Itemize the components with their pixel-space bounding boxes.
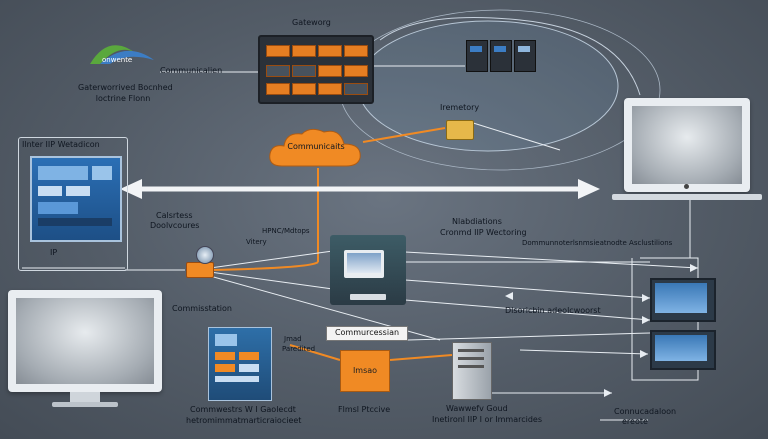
right-mid-label-1: Nlabdiations: [452, 217, 502, 226]
laptop-icon: [624, 98, 750, 192]
left-panel-title: Ilnter IIP Wetadicon: [22, 140, 100, 149]
cloud-icon: [269, 128, 361, 167]
right-far-label: Dommunnoterlsnmsieatnodte Asclustilions: [522, 239, 673, 247]
cloud-label: Communicaits: [287, 142, 345, 151]
small-tag-2: Paredited: [282, 345, 316, 353]
mid-note-1: HPNC/Mdtops: [262, 227, 310, 235]
server-rack-icon: [258, 35, 374, 104]
right-mid-label-2: Cronmd IIP Wectoring: [440, 228, 527, 237]
left-desc-2: loctrine Flonn: [95, 94, 151, 103]
monitor-foot: [52, 402, 118, 407]
bottom-far-label-1: Connucadaloon: [614, 407, 677, 416]
router-icon: [186, 262, 214, 278]
tablet-icon-1: [650, 278, 716, 322]
gateway-label: Gateworg: [292, 18, 331, 27]
disk-icon: [196, 246, 214, 264]
bottom-left-label-1: Commwestrs W I Gaolecdt: [190, 405, 296, 414]
keyboard-icon: [350, 294, 386, 300]
distribution-label: Dlsoricbin adeolcwoorst: [505, 306, 601, 315]
small-tag-1: Jmad: [284, 335, 302, 343]
orange-box: Imsao: [340, 350, 390, 392]
tablet-icon-2: [650, 330, 716, 370]
left-mid-label-2: Doolvcoures: [150, 221, 200, 230]
folder-icon: [446, 120, 474, 140]
telemetry-label: Iremetory: [440, 103, 480, 112]
monitor-icon: [344, 250, 384, 278]
device-panel: [208, 327, 272, 401]
commissation-label: Commisstation: [172, 304, 232, 313]
bottom-far-label-2: ereote: [622, 417, 648, 426]
server-cluster-icon: [466, 40, 536, 74]
left-mid-label-1: Calsrtess: [156, 211, 193, 220]
bottom-mid-label: Flmsl Ptccive: [338, 405, 391, 414]
left-panel: [18, 137, 128, 271]
bottom-right-label-1: Wawwefv Goud: [446, 404, 508, 413]
tablet-screen-icon: [30, 156, 122, 242]
left-panel-ip: IP: [50, 248, 58, 257]
monitor-stand: [70, 392, 100, 402]
monitor-left-icon: [8, 290, 162, 392]
logo-icon: [88, 38, 158, 68]
mid-note-2: Vitery: [246, 238, 267, 246]
laptop-base: [612, 194, 762, 200]
communication-label: Communicalien: [160, 66, 223, 75]
storage-icon: [452, 342, 492, 400]
commu-tag: Commurcessian: [326, 326, 408, 341]
bottom-left-label-2: hetromimmatmarticraiocieet: [186, 416, 302, 425]
bottom-right-label-2: Inetironl IIP I or Immarcides: [432, 415, 543, 424]
logo-text: onwente: [102, 56, 133, 64]
left-desc-1: Gaterworrived Bocnhed: [78, 83, 173, 92]
